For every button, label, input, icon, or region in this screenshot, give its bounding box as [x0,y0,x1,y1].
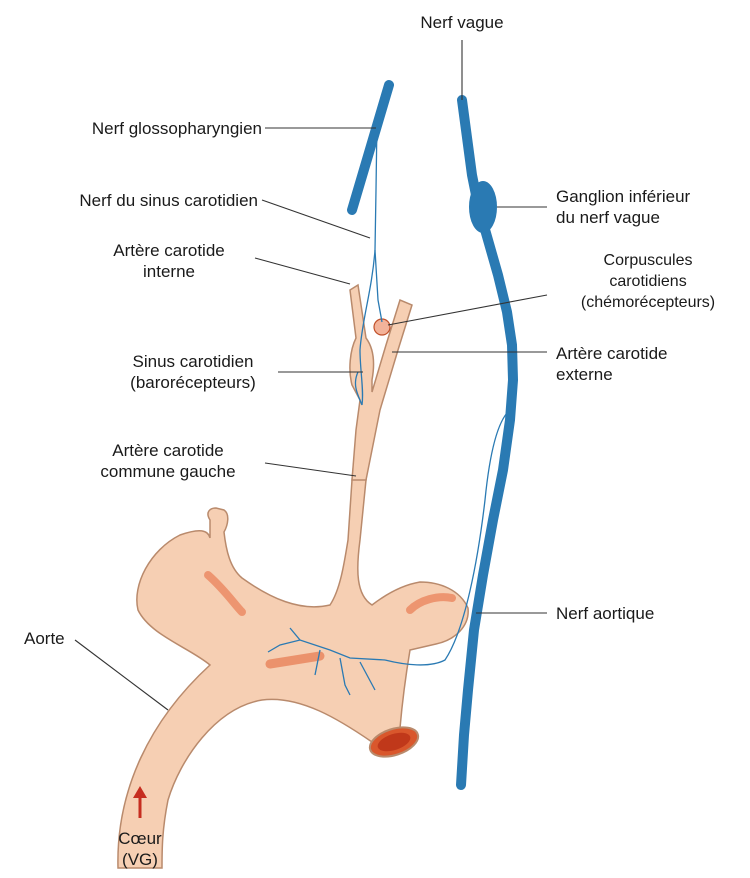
label-line: Ganglion inférieur [556,186,746,207]
label-line: Artère carotide [556,343,746,364]
label-sinus-carotidien: Sinus carotidien (barorécepteurs) [108,351,278,393]
label-nerf-aortique: Nerf aortique [556,603,736,624]
glossopharyngeal-nerve [352,85,389,210]
label-line: (barorécepteurs) [108,372,278,393]
label-line: carotidiens [548,271,748,292]
label-line: externe [556,364,746,385]
label-nerf-sinus-carotidien: Nerf du sinus carotidien [0,190,258,211]
label-line: du nerf vague [556,207,746,228]
vagus-nerve [461,100,513,785]
label-line: (chémorécepteurs) [548,292,748,313]
label-nerf-vague: Nerf vague [400,12,524,33]
label-line: interne [84,261,254,282]
label-artere-carotide-commune: Artère carotide commune gauche [72,440,264,482]
label-corpuscules: Corpuscules carotidiens (chémorécepteurs… [548,250,748,313]
label-line: (VG) [98,849,182,870]
inferior-ganglion [469,181,497,233]
label-artere-carotide-externe: Artère carotide externe [556,343,746,385]
label-line: commune gauche [72,461,264,482]
label-line: Corpuscules [548,250,748,271]
label-line: Sinus carotidien [108,351,278,372]
label-coeur: Cœur (VG) [98,828,182,870]
label-aorte: Aorte [24,628,104,649]
label-ganglion-inferieur: Ganglion inférieur du nerf vague [556,186,746,228]
label-line: Artère carotide [84,240,254,261]
label-line: Artère carotide [72,440,264,461]
label-line: Cœur [98,828,182,849]
label-nerf-glossopharyngien: Nerf glossopharyngien [0,118,262,139]
label-artere-carotide-interne: Artère carotide interne [84,240,254,282]
